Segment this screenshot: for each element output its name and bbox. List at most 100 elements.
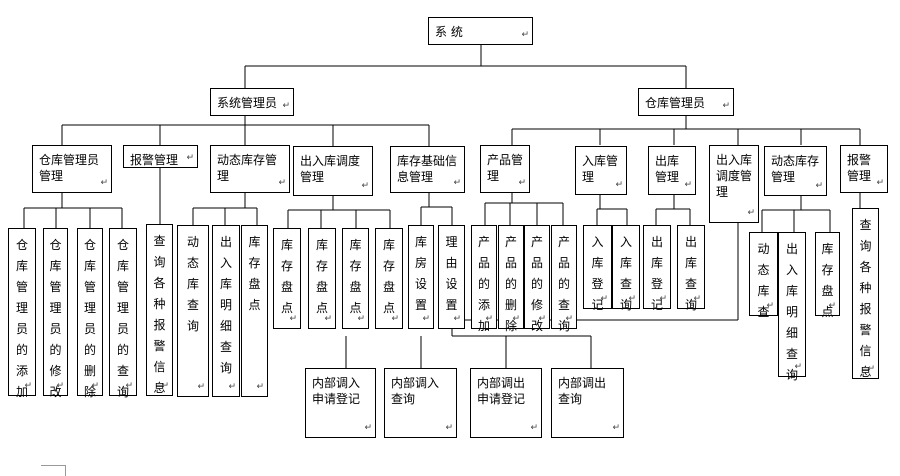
connector [244,45,687,88]
connector [287,196,391,228]
node-io-detail-query-b: 出入库明细查询↵ [778,232,806,382]
node-dispatch-count-4: 库存盘点↵ [375,228,403,329]
connector [655,195,691,225]
paragraph-mark-icon: ↵ [364,423,372,433]
paragraph-mark-icon: ↵ [615,180,623,190]
node-io-detail-query: 出入库明细查询 ↵ [212,225,240,397]
connector [61,116,430,146]
node-label: 产品的添加 [478,235,491,333]
node-reason-setup: 理由设置 ↵ [438,225,465,329]
node-whadmin: 仓库管理员 ↵ [638,88,734,116]
node-label: 库存盘点 [281,238,294,315]
paragraph-mark-icon: ↵ [125,381,133,391]
node-product-mgmt: 产品管理↵ [480,145,530,193]
paragraph-mark-icon: ↵ [289,314,297,324]
node-label: 仓库管理员 [645,96,706,110]
paragraph-mark-icon: ↵ [422,314,430,324]
node-dispatch-count-2: 库存盘点↵ [308,228,336,329]
node-label: 出入库明细查询 [220,235,233,375]
paragraph-mark-icon: ↵ [197,382,205,392]
paragraph-mark-icon: ↵ [600,294,608,304]
node-dyn-query-b: 动态库查↵ [749,232,778,319]
paragraph-mark-icon: ↵ [722,101,730,111]
paragraph-mark-icon: ↵ [538,314,546,324]
node-label: 内部调入查询 [391,376,440,406]
paragraph-mark-icon: ↵ [521,30,529,40]
node-dispatch-count-1: 库存盘点↵ [273,228,301,329]
node-label: 出库管理 [655,154,680,184]
node-int-in-apply: 内部调入申请登记 ↵ [305,368,376,438]
node-label: 库存盘点 [349,238,362,315]
paragraph-mark-icon: ↵ [876,178,884,188]
node-int-out-apply: 内部调出申请登记 ↵ [470,368,542,438]
node-dyn-inv-mgmt-b: 动态库存管理↵ [764,146,827,196]
node-label: 入库查询 [620,235,633,312]
paragraph-mark-icon: ↵ [278,178,286,188]
paragraph-mark-icon: ↵ [684,180,692,190]
paragraph-mark-icon: ↵ [794,362,802,372]
paragraph-mark-icon: ↵ [256,382,264,392]
node-in-reg: 入库登记↵ [583,225,612,312]
node-alarm-query: 查询各种报警信息↵ [146,224,173,396]
node-wh-add: 仓库管理员的添加↵ [8,228,36,399]
node-label: 出入库调度管理 [300,154,361,184]
connector [23,193,123,228]
node-label: 仓库管理员管理 [39,153,100,183]
node-label: 库存基础信息管理 [397,154,458,184]
node-alarm-mgmt-b: 报警管理 ↵ [840,145,888,193]
node-label: 仓库管理员的删除 [84,238,97,399]
node-alarm-query-b: 查询各种报警信息↵ [852,208,879,379]
connector [420,193,453,225]
node-wh-del: 仓库管理员的删除↵ [77,228,103,399]
paragraph-mark-icon: ↵ [612,423,620,433]
node-label: 仓库管理员的添加 [16,238,29,399]
paragraph-mark-icon: ↵ [100,178,108,188]
paragraph-mark-icon: ↵ [747,208,755,218]
paragraph-mark-icon: ↵ [815,181,823,191]
paragraph-mark-icon: ↵ [282,101,290,111]
node-label: 内部调入申请登记 [312,376,361,406]
node-int-out-query: 内部调出查询 ↵ [551,368,624,438]
node-io-dispatch-mgmt-a: 出入库调度管理↵ [293,146,373,196]
node-label: 理由设置 [445,235,458,312]
node-label: 产品的查询 [558,235,571,333]
node-label: 系统管理员 [217,96,278,110]
paragraph-mark-icon: ↵ [530,423,538,433]
node-label: 产品的修改 [531,235,544,333]
connector [761,196,831,232]
node-label: 库存盘点 [316,238,329,315]
node-label: 产品管理 [487,153,524,183]
paragraph-mark-icon: ↵ [485,314,493,324]
node-dyn-query: 动态库查询 ↵ [177,225,209,397]
connector [192,193,258,225]
connector [511,116,861,145]
paragraph-mark-icon: ↵ [453,314,461,324]
node-label: 内部调出查询 [558,376,607,406]
paragraph-mark-icon: ↵ [324,314,332,324]
node-dyn-inv-mgmt-a: 动态库存管理↵ [210,145,290,193]
connector [484,193,564,225]
node-prod-edit: 产品的修改↵ [524,225,550,333]
connector [596,195,628,225]
node-prod-query: 产品的查询↵ [551,225,577,333]
node-in-query: 入库查询↵ [612,225,640,312]
node-dispatch-count-3: 库存盘点↵ [342,228,369,329]
node-label: 动态库查询 [187,235,200,333]
node-io-dispatch-mgmt-b: 出入库调度管理↵ [709,145,759,223]
node-wh-query: 仓库管理员的查询↵ [109,228,137,399]
page-corner-mark [41,465,66,476]
node-room-setup: 库房设置 ↵ [408,225,434,329]
node-sysadmin: 系统管理员 ↵ [210,88,294,116]
paragraph-mark-icon: ↵ [518,178,526,188]
node-label: 仓库管理员的查询 [117,238,130,399]
node-int-in-query: 内部调入查询 ↵ [384,368,457,438]
paragraph-mark-icon: ↵ [445,423,453,433]
node-label: 内部调出申请登记 [477,376,526,406]
paragraph-mark-icon: ↵ [867,364,875,374]
paragraph-mark-icon: ↵ [228,382,236,392]
node-label: 库房设置 [415,235,428,312]
node-label: 入库管理 [582,154,619,184]
node-label: 报警管理 [847,153,872,183]
node-stock-count-b: 库存盘点↵ [815,232,840,319]
